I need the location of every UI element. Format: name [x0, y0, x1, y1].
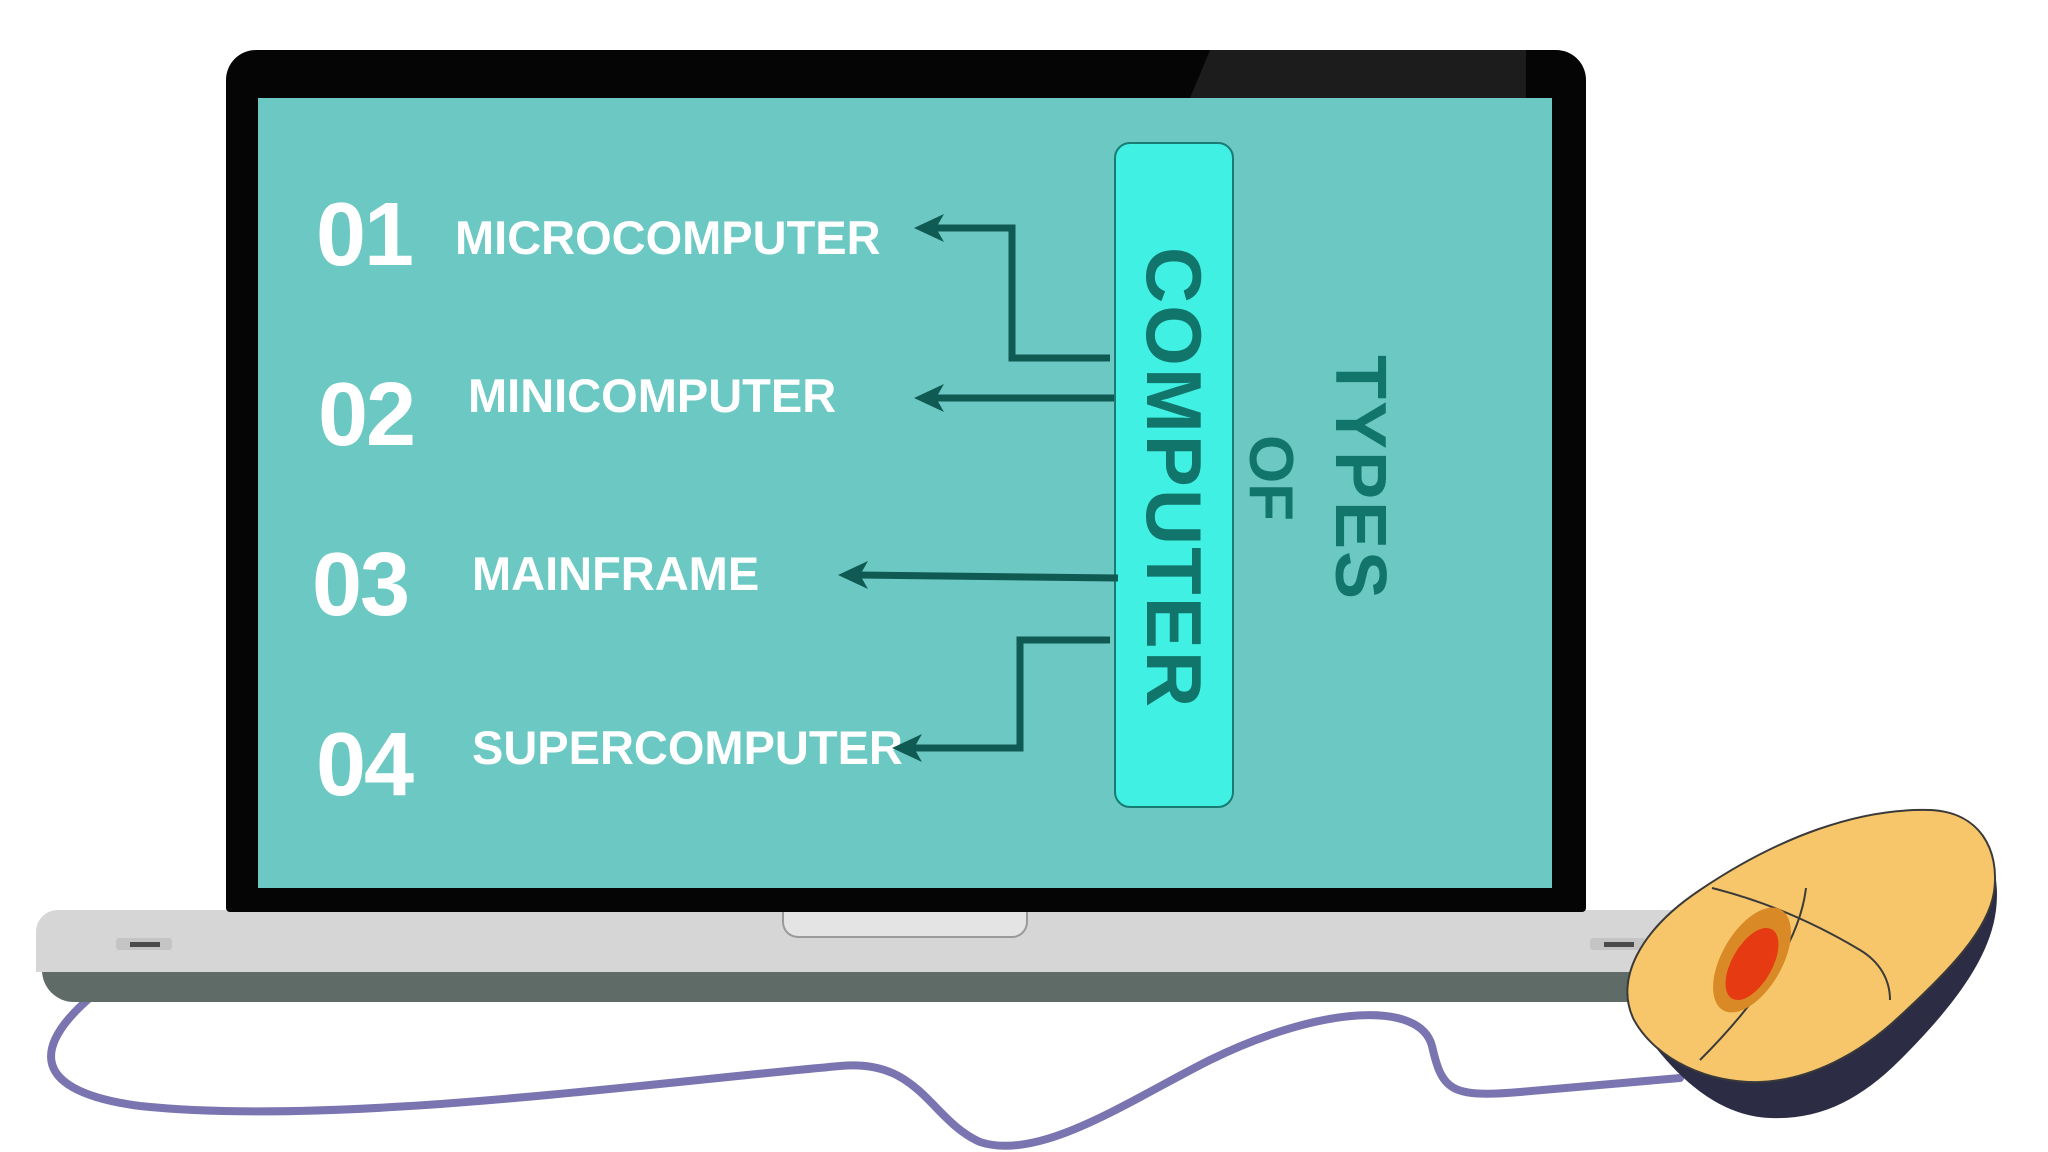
- arrowhead-supercomputer: [892, 734, 922, 762]
- arrow-to-mainframe: [859, 571, 1119, 582]
- item-number-04: 04: [316, 715, 414, 815]
- item-label-microcomputer: MICROCOMPUTER: [455, 211, 881, 264]
- item-label-supercomputer: SUPERCOMPUTER: [472, 721, 903, 774]
- arrow-to-microcomputer: [935, 224, 1110, 362]
- item-number-01: 01: [316, 185, 414, 285]
- item-number-02: 02: [318, 365, 416, 465]
- bezel-reflection: [1190, 50, 1526, 98]
- item-number-03: 03: [312, 535, 410, 635]
- arrowhead-minicomputer: [914, 384, 944, 412]
- laptop-screen: [258, 98, 1552, 888]
- laptop-port-right: [1590, 938, 1646, 950]
- arrow-to-supercomputer: [912, 636, 1110, 752]
- item-label-minicomputer: MINICOMPUTER: [468, 369, 837, 422]
- title-box: [1114, 142, 1234, 808]
- item-label-mainframe: MAINFRAME: [472, 547, 760, 600]
- laptop-base-bottom: [42, 970, 1692, 1002]
- arrowhead-mainframe: [838, 561, 868, 589]
- mouse-wheel: [1725, 927, 1779, 1001]
- arrowhead-microcomputer: [914, 214, 944, 242]
- laptop-port-left: [116, 938, 172, 950]
- laptop-hinge-notch: [782, 910, 1028, 938]
